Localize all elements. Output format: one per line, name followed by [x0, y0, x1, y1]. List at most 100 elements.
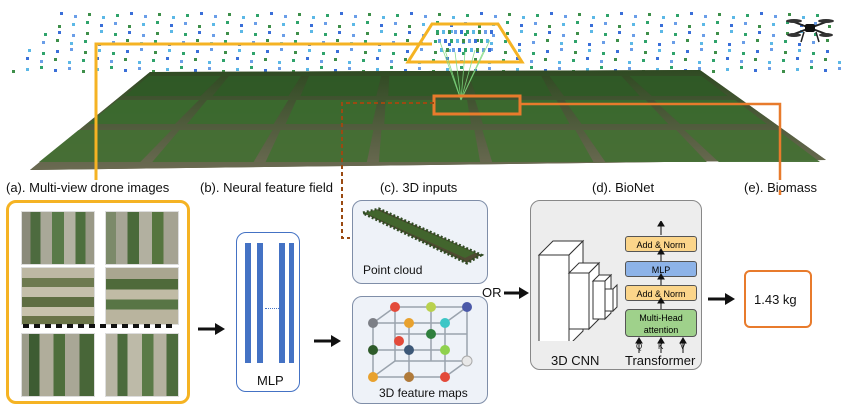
- camera-pose-dot: [744, 22, 747, 25]
- camera-pose-dot: [184, 22, 187, 25]
- camera-pose-dot: [266, 39, 269, 42]
- camera-pose-dot: [798, 49, 801, 52]
- mlp-hidden-dots: [265, 308, 279, 309]
- camera-pose-dot: [396, 14, 399, 17]
- camera-pose-dot: [424, 15, 427, 18]
- field-plot: [152, 130, 273, 162]
- camera-pose-dot: [394, 22, 397, 25]
- camera-pose-dot: [648, 13, 651, 16]
- point-cloud-panel: Point cloud: [352, 200, 488, 284]
- camera-pose-dot: [406, 50, 409, 53]
- camera-pose-dot: [224, 40, 227, 43]
- camera-pose-dot: [296, 32, 299, 35]
- camera-pose-dot: [562, 23, 565, 26]
- camera-pose-dot: [184, 33, 187, 36]
- camera-pose-dot: [208, 67, 211, 70]
- camera-pose-dot: [698, 67, 701, 70]
- camera-pose-dot: [784, 40, 787, 43]
- camera-pose-dot: [534, 33, 537, 36]
- mlp-layer-1: [245, 243, 251, 363]
- selected-camera-dot: [472, 30, 475, 34]
- camera-pose-dot: [788, 13, 791, 16]
- camera-pose-dot: [508, 13, 511, 16]
- camera-pose-dot: [620, 12, 623, 15]
- camera-pose-dot: [186, 14, 189, 17]
- camera-pose-dot: [166, 68, 169, 71]
- camera-pose-dot: [614, 58, 617, 61]
- selected-camera-dot: [436, 30, 439, 34]
- camera-pose-dot: [128, 31, 131, 34]
- camera-pose-dot: [56, 50, 59, 53]
- camera-pose-dot: [768, 61, 771, 64]
- camera-pose-dot: [810, 60, 813, 63]
- camera-pose-dot: [334, 58, 337, 61]
- camera-pose-dot: [574, 51, 577, 54]
- camera-pose-dot: [84, 51, 87, 54]
- camera-pose-dot: [322, 52, 325, 55]
- camera-pose-dot: [194, 69, 197, 72]
- camera-pose-dot: [754, 58, 757, 61]
- camera-pose-dot: [74, 15, 77, 18]
- camera-pose-dot: [376, 57, 379, 60]
- camera-pose-dot: [336, 39, 339, 42]
- camera-pose-dot: [126, 39, 129, 42]
- camera-pose-dot: [770, 48, 773, 51]
- mlp-layer-3: [279, 243, 285, 363]
- biomass-result-box: 1.43 kg: [744, 270, 812, 328]
- camera-pose-dot: [732, 16, 735, 19]
- selected-camera-dot: [448, 30, 451, 34]
- camera-pose-dot: [726, 57, 729, 60]
- camera-pose-dot: [828, 25, 831, 28]
- camera-pose-dot: [714, 51, 717, 54]
- camera-pose-dot: [560, 42, 563, 45]
- camera-pose-dot: [170, 30, 173, 33]
- camera-pose-dot: [646, 21, 649, 24]
- caption-neural-field: (b). Neural feature field: [200, 180, 333, 195]
- camera-pose-dot: [670, 60, 673, 63]
- selected-camera-dot: [466, 30, 469, 34]
- drone-image-5: [21, 333, 95, 397]
- more-images-ellipsis: [23, 324, 177, 328]
- camera-pose-dot: [522, 16, 525, 19]
- camera-pose-dot: [548, 25, 551, 28]
- camera-pose-dot: [826, 50, 829, 53]
- camera-pose-dot: [586, 68, 589, 71]
- selected-camera-dot: [464, 48, 467, 52]
- camera-pose-dot: [312, 16, 315, 19]
- camera-pose-dot: [768, 67, 771, 70]
- selected-camera-dot: [458, 48, 461, 52]
- camera-pose-dot: [338, 25, 341, 28]
- camera-pose-dot: [88, 13, 91, 16]
- caption-drone-images: (a). Multi-view drone images: [6, 180, 170, 195]
- selected-camera-dot: [474, 39, 477, 43]
- camera-pose-dot: [182, 52, 185, 55]
- camera-pose-dot: [700, 42, 703, 45]
- camera-pose-dot: [280, 48, 283, 51]
- camera-pose-dot: [838, 67, 841, 70]
- selected-camera-dot: [486, 39, 489, 43]
- camera-pose-dot: [606, 14, 609, 17]
- field-plot: [285, 100, 378, 124]
- selected-camera-dot: [444, 39, 447, 43]
- camera-pose-dot: [504, 40, 507, 43]
- camera-pose-dot: [116, 14, 119, 17]
- camera-pose-dot: [110, 60, 113, 63]
- field-plot: [684, 130, 820, 162]
- camera-pose-dot: [194, 58, 197, 61]
- camera-pose-dot: [814, 22, 817, 25]
- camera-pose-dot: [618, 25, 621, 28]
- field-plots: [39, 76, 820, 162]
- arrow-c-to-d: [504, 287, 529, 299]
- camera-pose-dot: [154, 40, 157, 43]
- camera-pose-dot: [390, 66, 393, 69]
- camera-pose-dot: [546, 39, 549, 42]
- camera-pose-dot: [618, 31, 621, 34]
- camera-pose-dot: [774, 15, 777, 18]
- camera-pose-dot: [348, 67, 351, 70]
- camera-pose-dot: [634, 15, 637, 18]
- camera-pose-dot: [326, 14, 329, 17]
- camera-pose-dot: [142, 23, 145, 26]
- camera-pose-dot: [616, 39, 619, 42]
- camera-pose-dot: [660, 24, 663, 27]
- camera-pose-dot: [702, 34, 705, 37]
